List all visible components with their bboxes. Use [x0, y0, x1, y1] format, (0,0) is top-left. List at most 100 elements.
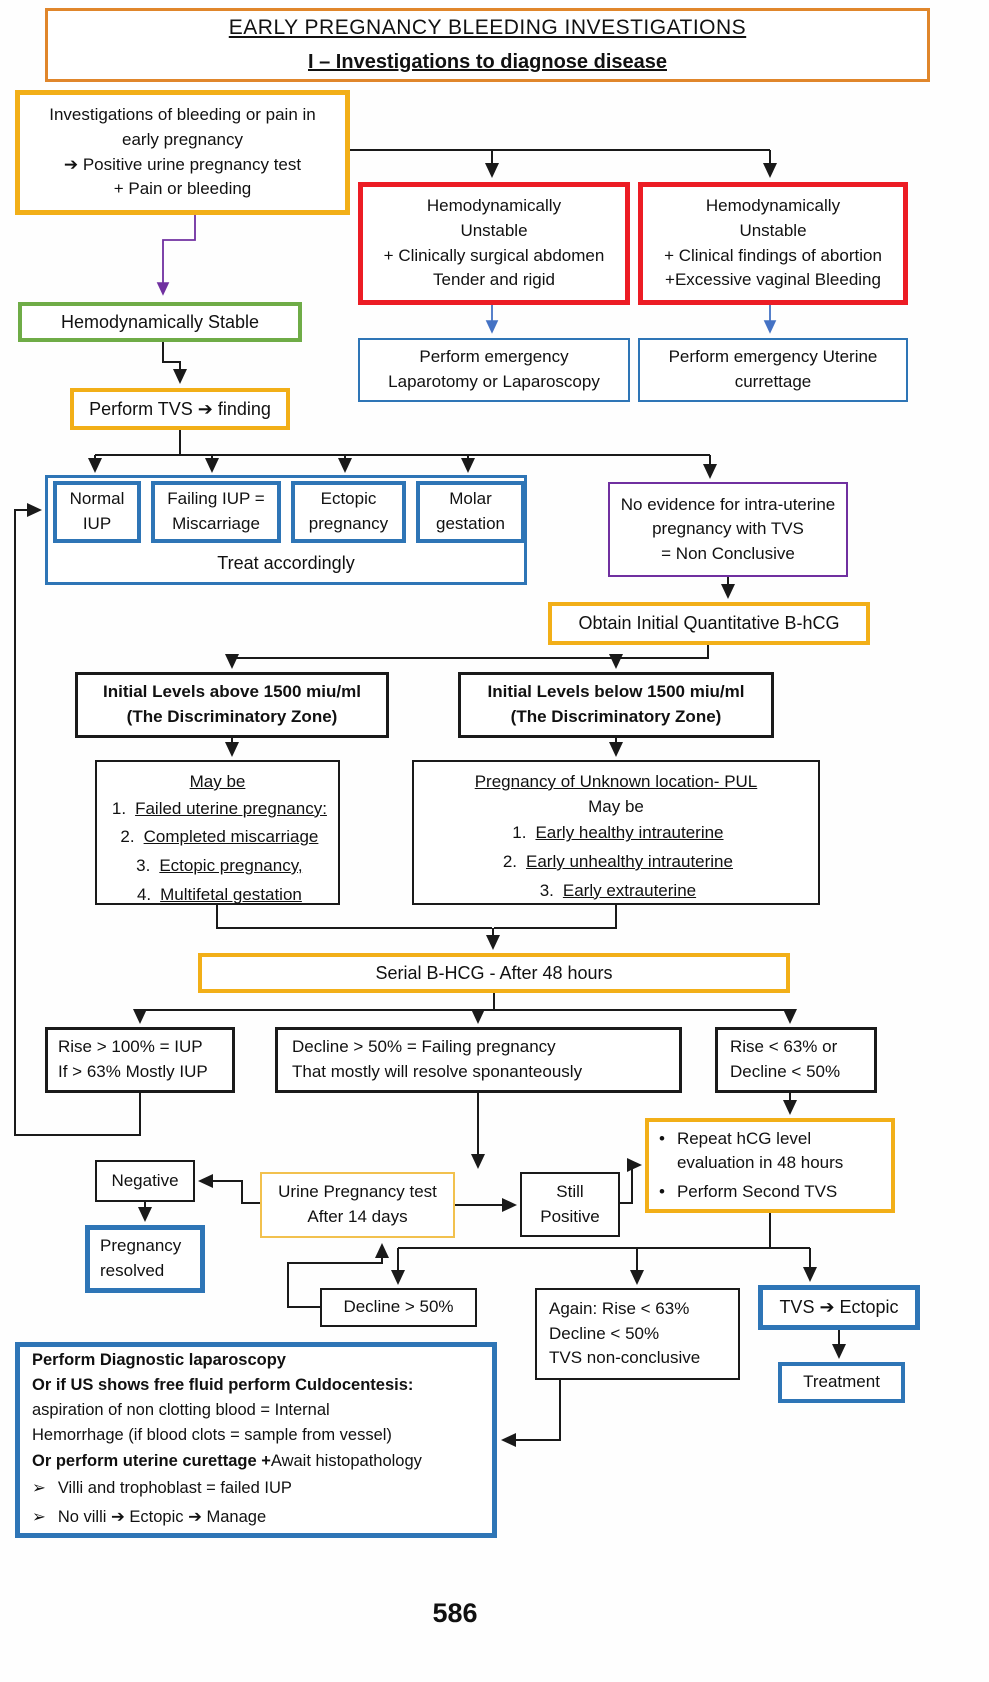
- decline-failing-box: Decline > 50% = Failing pregnancy That m…: [275, 1027, 682, 1093]
- unstable-abortion-box: Hemodynamically Unstable + Clinical find…: [638, 182, 908, 305]
- text-line: Hemodynamically: [426, 196, 562, 216]
- text-line: Perform emergency: [419, 347, 569, 367]
- text-line: IUP: [82, 514, 112, 533]
- page-number: 586: [432, 1598, 478, 1628]
- text-line: Normal: [69, 489, 125, 509]
- non-conclusive-box: No evidence for intra-uterine pregnancy …: [608, 482, 848, 577]
- text-segment: Or perform uterine curettage +: [32, 1451, 271, 1470]
- text-line: TVS non-conclusive: [549, 1348, 701, 1368]
- text-line: Decline < 50%: [549, 1323, 660, 1343]
- text-line: aspiration of non clotting blood = Inter…: [32, 1401, 330, 1420]
- list-item: 3. Early extrauterine: [536, 879, 696, 904]
- chevron-item: ➢ Villi and trophoblast = failed IUP: [32, 1476, 292, 1501]
- text-line: pregnancy: [308, 514, 389, 533]
- hemodynamically-stable-box: Hemodynamically Stable: [18, 302, 302, 342]
- levels-below-1500-box: Initial Levels below 1500 miu/ml (The Di…: [458, 672, 774, 738]
- text-line: Hemodynamically: [705, 196, 841, 216]
- pul-possibilities-box: Pregnancy of Unknown location- PUL May b…: [412, 760, 820, 905]
- text-line: Initial Levels below 1500 miu/ml: [487, 682, 745, 702]
- text-line: After 14 days: [307, 1207, 408, 1226]
- investigations-entry-box: Investigations of bleeding or pain in ea…: [15, 90, 350, 215]
- item-number: 4.: [136, 884, 152, 904]
- page-title: EARLY PREGNANCY BLEEDING INVESTIGATIONS: [228, 16, 747, 40]
- serial-bhcg-box: Serial B-HCG - After 48 hours: [198, 953, 790, 993]
- text-line: Pregnancy: [100, 1236, 182, 1256]
- text-line: That mostly will resolve sponanteously: [292, 1062, 583, 1081]
- text-line: + Clinically surgical abdomen: [383, 245, 605, 265]
- item-number: 2.: [120, 827, 135, 847]
- text-line: gestation: [436, 514, 505, 533]
- text-line: (The Discriminatory Zone): [126, 707, 338, 726]
- text-line: Or if US shows free fluid perform Culdoc…: [32, 1375, 414, 1394]
- list-item: 4. Multifetal gestation: [133, 883, 302, 908]
- item-text: No villi ➔ Ectopic ➔ Manage: [57, 1508, 267, 1527]
- list-item: 3. Ectopic pregnancy,: [132, 854, 303, 879]
- text-line: Or perform uterine curettage +Await hist…: [32, 1449, 422, 1474]
- text-line: resolved: [100, 1261, 165, 1280]
- text-line: Treatment: [803, 1372, 880, 1392]
- text-line: Rise < 63% or: [730, 1037, 838, 1057]
- item-text: Multifetal gestation: [160, 884, 302, 904]
- text-line: (The Discriminatory Zone): [510, 707, 722, 726]
- text-line: If > 63% Mostly IUP: [58, 1062, 208, 1081]
- item-text: Failed uterine pregnancy:: [135, 798, 327, 818]
- text-line: Initial Levels above 1500 miu/ml: [103, 682, 361, 702]
- text-line: Perform emergency Uterine: [668, 347, 878, 367]
- text-line: Ectopic: [320, 489, 377, 509]
- text-line: Hemorrhage (if blood clots = sample from…: [32, 1426, 392, 1445]
- decline-50-box: Decline > 50%: [320, 1288, 477, 1327]
- text-line: Failing IUP =: [167, 489, 265, 509]
- text-line: Obtain Initial Quantitative B-hCG: [578, 613, 840, 634]
- text-line: Miscarriage: [172, 514, 260, 533]
- text-line: Decline > 50% = Failing pregnancy: [292, 1037, 556, 1057]
- item-text: Completed miscarriage: [143, 827, 319, 847]
- item-text: Early unhealthy intrauterine: [526, 851, 733, 871]
- text-line: No evidence for intra-uterine: [620, 494, 836, 514]
- finding-failing-iup: Failing IUP = Miscarriage: [151, 481, 281, 543]
- text-line: currettage: [734, 372, 812, 391]
- tvs-ectopic-box: TVS ➔ Ectopic: [758, 1285, 920, 1330]
- item-text: Repeat hCG level evaluation in 48 hours: [676, 1128, 844, 1173]
- text-line: Decline < 50%: [730, 1062, 841, 1081]
- page-subtitle: I – Investigations to diagnose disease: [308, 50, 667, 73]
- bullet-item: • Perform Second TVS: [659, 1180, 837, 1205]
- pregnancy-resolved-box: Pregnancy resolved: [85, 1225, 205, 1293]
- text-line: Perform Diagnostic laparoscopy: [32, 1350, 286, 1369]
- text-segment: Await histopathology: [270, 1451, 422, 1470]
- treat-accordingly-label: Treat accordingly: [217, 552, 355, 573]
- text-line: Unstable: [460, 220, 528, 240]
- item-text: Early healthy intrauterine: [535, 823, 724, 843]
- levels-above-1500-box: Initial Levels above 1500 miu/ml (The Di…: [75, 672, 389, 738]
- text-line: + Clinical findings of abortion: [664, 245, 882, 265]
- text-line: Perform TVS ➔ finding: [89, 398, 271, 419]
- chevron-icon: ➢: [32, 1508, 46, 1527]
- text-line: Laparotomy or Laparoscopy: [388, 372, 600, 391]
- list-heading: May be: [189, 772, 246, 791]
- text-line: early pregnancy: [122, 129, 243, 149]
- chevron-icon: ➢: [32, 1478, 46, 1497]
- treatment-box: Treatment: [778, 1362, 905, 1403]
- still-positive-box: Still Positive: [520, 1172, 620, 1237]
- text-line: ➔ Positive urine pregnancy test: [63, 154, 302, 174]
- tvs-findings-container: Normal IUP Failing IUP = Miscarriage Ect…: [45, 475, 527, 585]
- item-text: Ectopic pregnancy,: [159, 855, 303, 875]
- list-heading: Pregnancy of Unknown location- PUL: [474, 772, 758, 791]
- text-line: pregnancy with TVS: [652, 519, 804, 539]
- item-number: 3.: [136, 855, 151, 875]
- rise-less-63-box: Rise < 63% or Decline < 50%: [715, 1027, 877, 1093]
- negative-box: Negative: [95, 1160, 195, 1202]
- bullet-item: • Repeat hCG level evaluation in 48 hour…: [659, 1127, 881, 1176]
- again-nonconclusive-box: Again: Rise < 63% Decline < 50% TVS non-…: [535, 1288, 740, 1380]
- text-line: Molar: [449, 489, 492, 509]
- list-item: 2. Early unhealthy intrauterine: [499, 850, 733, 875]
- item-text: Perform Second TVS: [676, 1181, 838, 1201]
- text-line: Hemodynamically Stable: [60, 311, 260, 332]
- item-text: Early extrauterine: [562, 880, 697, 900]
- finding-normal-iup: Normal IUP: [53, 481, 141, 543]
- list-item: 2. Completed miscarriage: [117, 825, 319, 850]
- finding-ectopic: Ectopic pregnancy: [291, 481, 406, 543]
- text-line: = Non Conclusive: [661, 543, 795, 563]
- text-line: Urine Pregnancy test: [278, 1182, 437, 1202]
